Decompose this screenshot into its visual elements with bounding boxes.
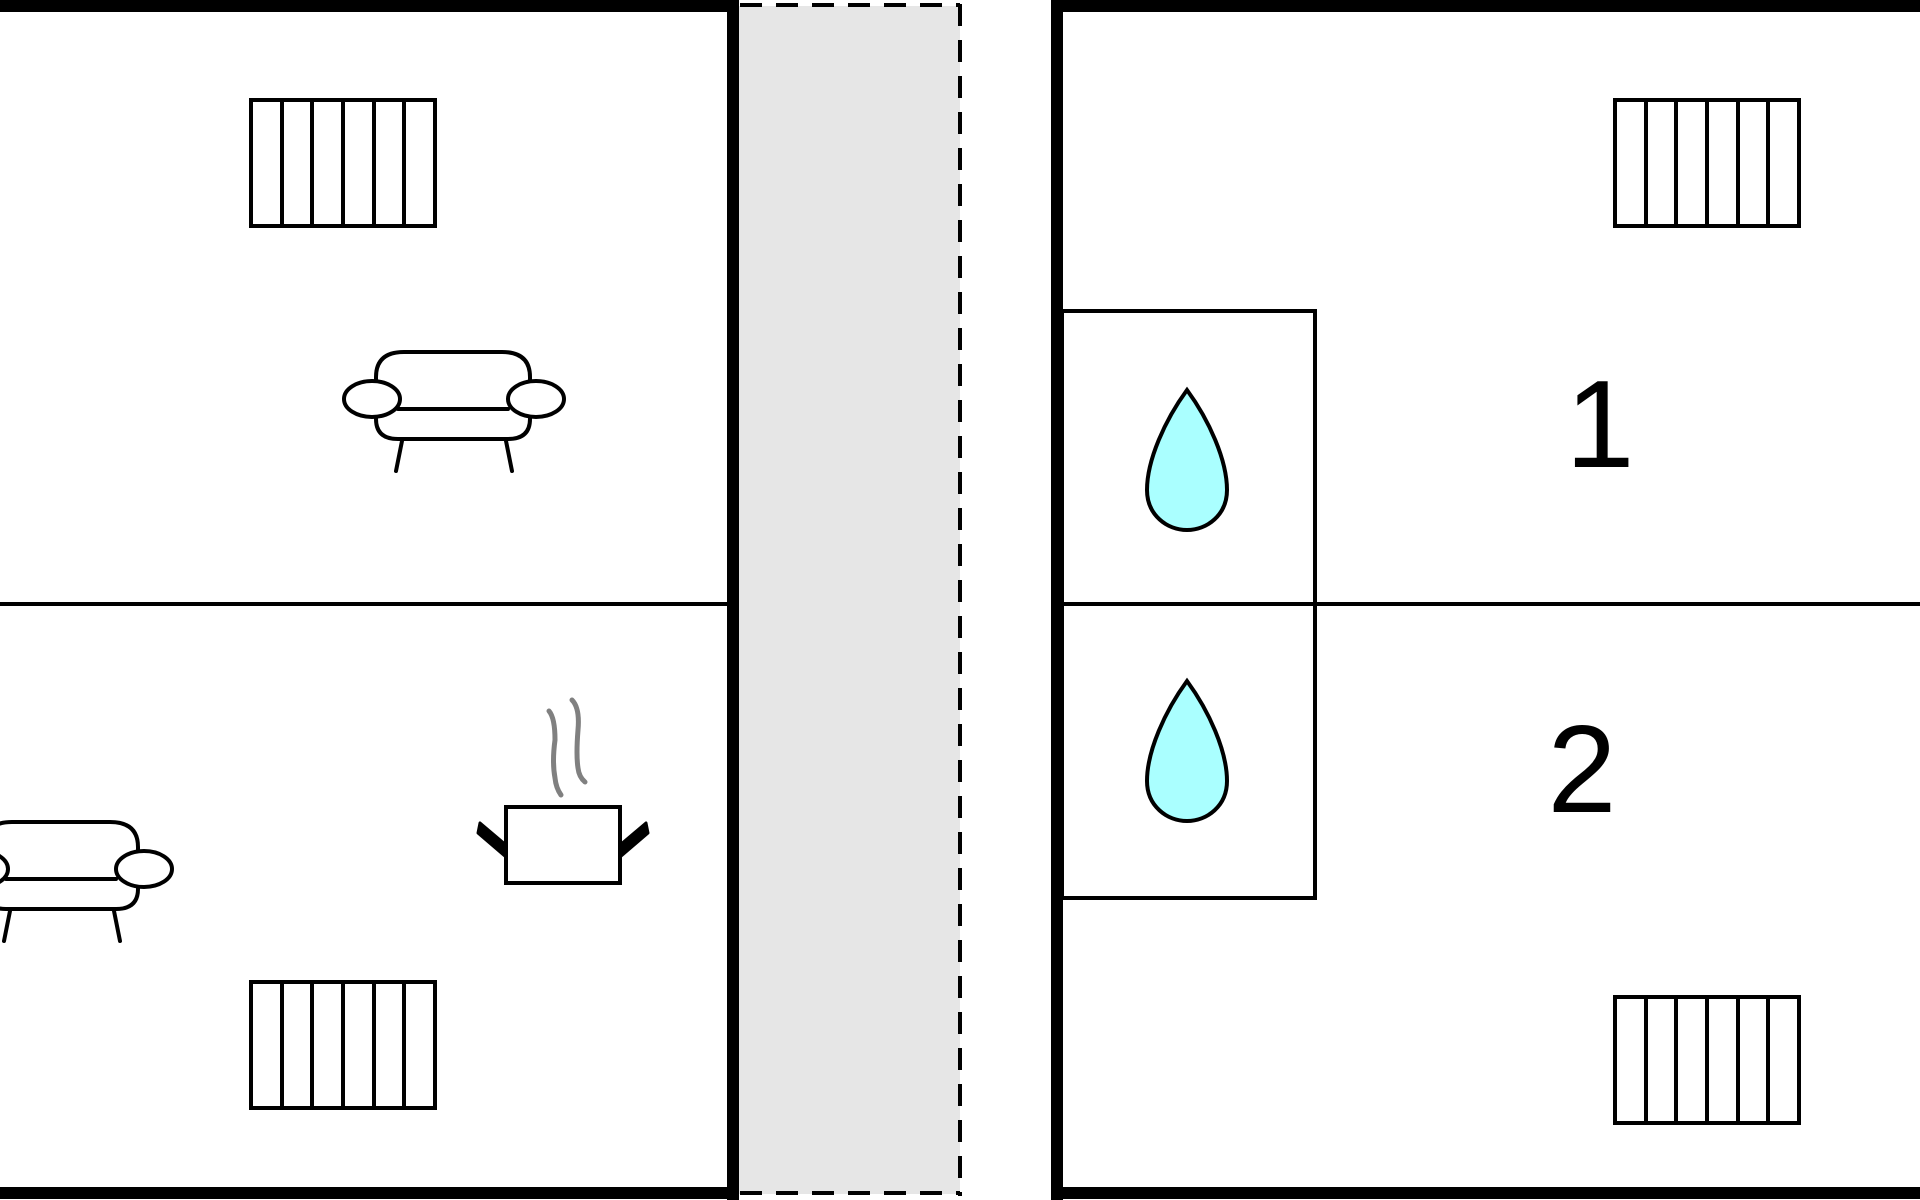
radiator-icon [1613, 995, 1801, 1125]
water-drop-icon [1145, 388, 1229, 532]
room-label-2: 2 [1548, 701, 1617, 839]
radiator-icon [1613, 98, 1801, 228]
radiator-icon [249, 980, 437, 1110]
corridor [737, 6, 960, 1194]
cooking-pot-icon [476, 697, 650, 885]
sofa-icon [342, 350, 566, 473]
bathrooms-block [1060, 309, 1317, 900]
sofa-icon [0, 820, 174, 943]
water-drop-icon [1145, 679, 1229, 823]
room-label-1: 1 [1566, 356, 1635, 494]
radiator-icon [249, 98, 437, 228]
